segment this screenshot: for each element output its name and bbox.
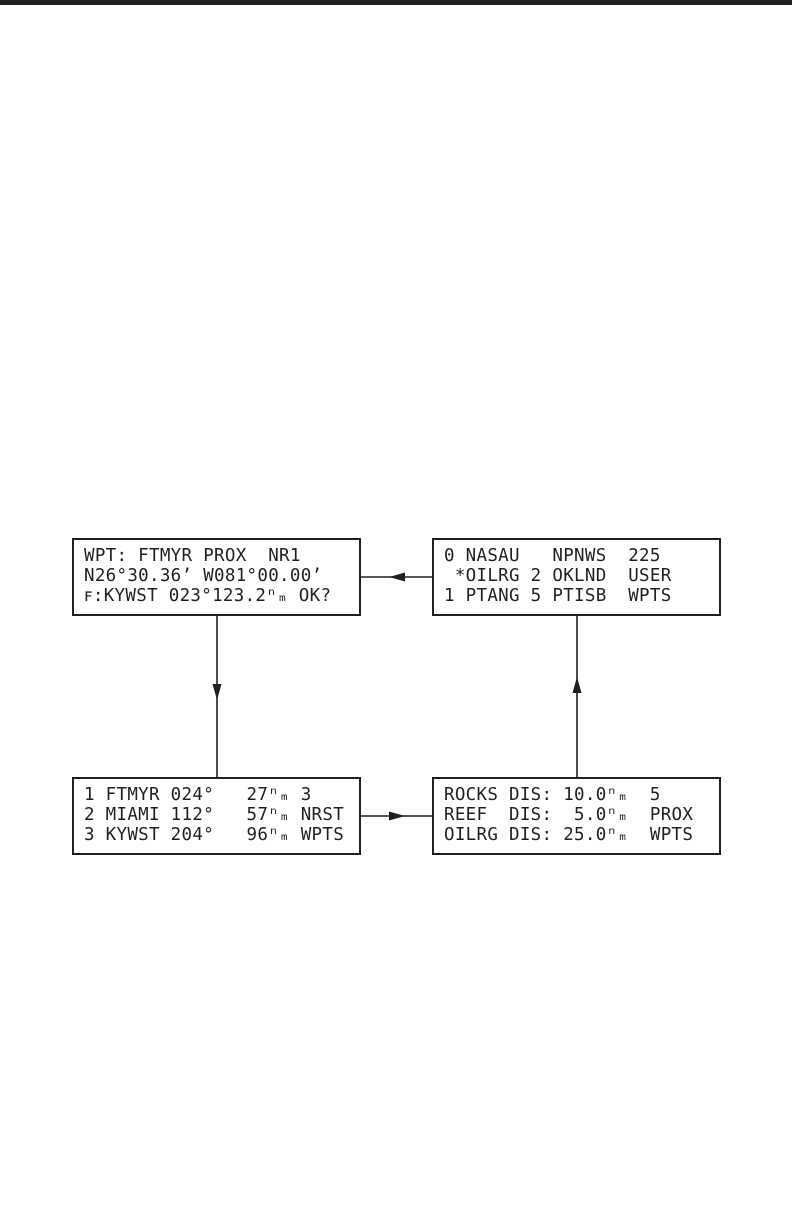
arrow-up-icon bbox=[573, 677, 582, 693]
top-rule bbox=[0, 0, 792, 5]
user-screen-line-3: 1 PTANG 5 PTISB WPTS bbox=[444, 586, 719, 606]
nearest-screen-line-1: 1 FTMYR 024° 27ⁿₘ 3 bbox=[84, 785, 359, 805]
user-screen-line-2: *OILRG 2 OKLND USER bbox=[444, 566, 719, 586]
proximity-waypoints-screen: ROCKS DIS: 10.0ⁿₘ 5 REEF DIS: 5.0ⁿₘ PROX… bbox=[432, 777, 721, 855]
nearest-screen-line-3: 3 KYWST 204° 96ⁿₘ WPTS bbox=[84, 825, 359, 845]
arrow-down-icon bbox=[213, 684, 222, 700]
arrow-left-icon bbox=[389, 573, 405, 582]
nearest-waypoints-screen: 1 FTMYR 024° 27ⁿₘ 3 2 MIAMI 112° 57ⁿₘ NR… bbox=[72, 777, 361, 855]
arrow-right-icon bbox=[389, 812, 405, 821]
user-waypoints-screen: 0 NASAU NPNWS 225 *OILRG 2 OKLND USER 1 … bbox=[432, 538, 721, 616]
proximity-screen-line-1: ROCKS DIS: 10.0ⁿₘ 5 bbox=[444, 785, 719, 805]
proximity-screen-line-3: OILRG DIS: 25.0ⁿₘ WPTS bbox=[444, 825, 719, 845]
waypoint-screen-line-1: WPT: FTMYR PROX NR1 bbox=[84, 546, 359, 566]
nearest-screen-line-2: 2 MIAMI 112° 57ⁿₘ NRST bbox=[84, 805, 359, 825]
waypoint-screen-line-3: ꜰ:KYWST 023°123.2ⁿₘ OK? bbox=[84, 586, 359, 606]
waypoint-proximity-screen: WPT: FTMYR PROX NR1 N26°30.36’ W081°00.0… bbox=[72, 538, 361, 616]
waypoint-screen-line-2: N26°30.36’ W081°00.00’ bbox=[84, 566, 359, 586]
user-screen-line-1: 0 NASAU NPNWS 225 bbox=[444, 546, 719, 566]
proximity-screen-line-2: REEF DIS: 5.0ⁿₘ PROX bbox=[444, 805, 719, 825]
